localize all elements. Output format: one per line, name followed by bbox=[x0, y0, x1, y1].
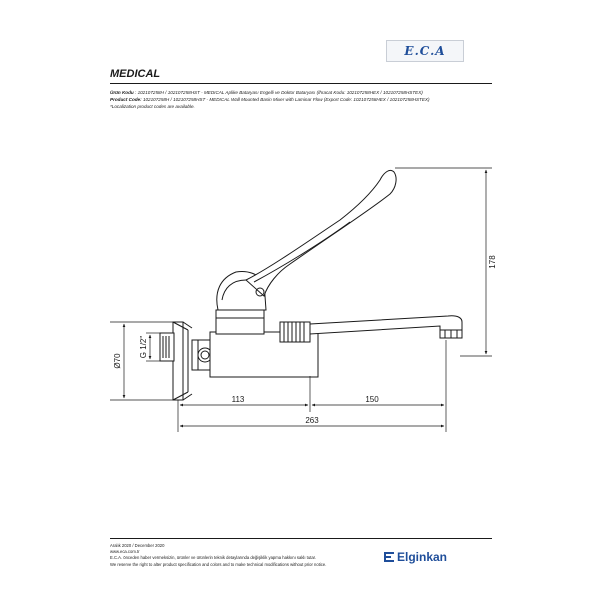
eca-logo-text: E.C.A bbox=[404, 44, 446, 58]
mixer-body bbox=[209, 309, 319, 378]
localization-note: *Localization product codes are availabl… bbox=[110, 104, 195, 109]
footer-date: Aralık 2020 / December 2020 bbox=[110, 543, 165, 548]
inlet-connector bbox=[159, 332, 175, 362]
footer-notice-en: We reserve the right to alter product sp… bbox=[110, 561, 327, 567]
elginkan-name: Elginkan bbox=[397, 550, 448, 564]
product-code-en-text: 102107258H / 102107258HST - MEDICAL Wall… bbox=[142, 97, 430, 102]
diameter-label: Ø70 bbox=[113, 353, 122, 369]
eccentric-nut bbox=[191, 339, 213, 371]
product-code-tr-text: : 102107258H / 102107258HST - MEDICAL Ap… bbox=[135, 90, 423, 95]
spout bbox=[279, 315, 463, 343]
elginkan-logo: Elginkan bbox=[384, 550, 447, 564]
product-code-en: Product Code: 102107258H / 102107258HST … bbox=[110, 96, 510, 103]
lever-handle bbox=[245, 169, 397, 297]
product-code-en-label: Product Code: bbox=[110, 97, 142, 102]
product-code-tr-label: Ürün Kodu bbox=[110, 90, 134, 95]
page-title: MEDICAL bbox=[110, 68, 161, 80]
footer-rule bbox=[110, 538, 492, 539]
wall-plate bbox=[172, 321, 193, 401]
total-span-label: 263 bbox=[305, 416, 319, 425]
product-code-tr: Ürün Kodu : 102107258H / 102107258HST - … bbox=[110, 89, 510, 96]
title-rule bbox=[110, 83, 492, 84]
eca-logo: E.C.A bbox=[386, 40, 464, 62]
thread-label: G 1/2" bbox=[139, 336, 148, 359]
left-span-label: 113 bbox=[232, 395, 245, 404]
footer-website[interactable]: www.eca.com.tr bbox=[110, 549, 140, 555]
height-label: 178 bbox=[488, 255, 497, 269]
footer-notice-tr: E.C.A. önceden haber vermeksizin, ürünle… bbox=[110, 555, 316, 561]
footer-notes: Aralık 2020 / December 2020 www.eca.com.… bbox=[110, 543, 326, 568]
product-codes: Ürün Kodu : 102107258H / 102107258HST - … bbox=[110, 89, 510, 110]
spout-span-label: 150 bbox=[365, 395, 379, 404]
elginkan-mark-icon bbox=[384, 552, 394, 562]
